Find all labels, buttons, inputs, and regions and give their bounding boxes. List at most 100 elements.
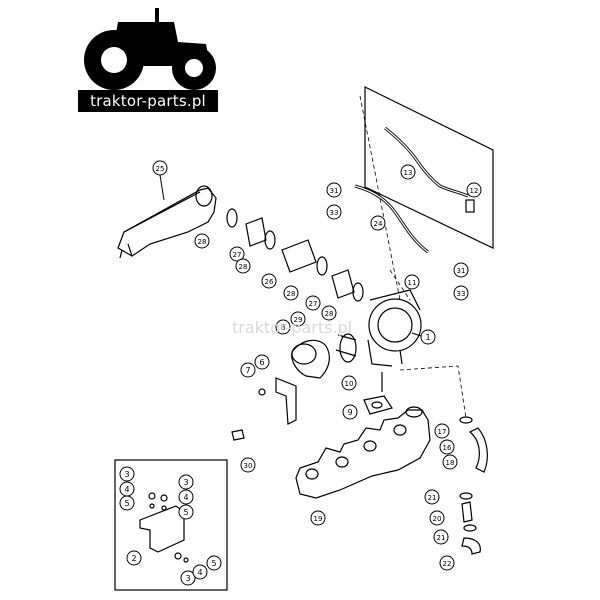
callout-30: 30 bbox=[240, 457, 256, 473]
svg-text:28: 28 bbox=[325, 310, 334, 318]
svg-text:8: 8 bbox=[280, 323, 285, 332]
svg-text:25: 25 bbox=[156, 165, 165, 173]
callout-21a: 21 bbox=[424, 489, 440, 505]
callout-2: 2 bbox=[126, 550, 142, 566]
callout-7: 7 bbox=[240, 362, 256, 378]
bracket bbox=[275, 377, 297, 425]
callout-9: 9 bbox=[342, 404, 358, 420]
callout-16: 16 bbox=[439, 439, 455, 455]
callout-24: 24 bbox=[370, 215, 386, 231]
svg-text:4: 4 bbox=[124, 485, 129, 494]
inset-box-oil-line bbox=[364, 86, 494, 249]
svg-text:20: 20 bbox=[433, 515, 442, 523]
svg-text:21: 21 bbox=[428, 494, 437, 502]
heat-shield bbox=[117, 187, 217, 257]
callout-4b: 4 bbox=[178, 489, 194, 505]
callout-1: 1 bbox=[411, 329, 436, 345]
svg-text:5: 5 bbox=[183, 508, 188, 517]
elbow-22 bbox=[461, 537, 481, 555]
svg-text:13: 13 bbox=[404, 169, 413, 177]
callout-5c: 5 bbox=[206, 555, 222, 571]
callout-33a: 33 bbox=[326, 204, 342, 220]
bracket-2 bbox=[139, 505, 185, 553]
elbow bbox=[291, 339, 330, 379]
callout-27a: 27 bbox=[229, 246, 245, 262]
sleeve-27a bbox=[245, 217, 267, 247]
svg-text:33: 33 bbox=[457, 290, 466, 298]
svg-text:5: 5 bbox=[211, 559, 216, 568]
svg-text:19: 19 bbox=[314, 515, 323, 523]
clamp-28b bbox=[264, 230, 276, 250]
callout-12: 12 bbox=[466, 182, 482, 198]
clamp-21b bbox=[463, 524, 477, 532]
clamp-28c bbox=[316, 256, 328, 276]
svg-text:11: 11 bbox=[408, 279, 417, 287]
callout-11: 11 bbox=[404, 274, 420, 290]
callout-21b: 21 bbox=[433, 529, 449, 545]
brand-logo: traktor-parts.pl bbox=[78, 8, 218, 112]
svg-text:26: 26 bbox=[265, 278, 274, 286]
part-30 bbox=[231, 429, 245, 441]
callout-28d: 28 bbox=[321, 305, 337, 321]
callout-5a: 5 bbox=[119, 495, 135, 511]
clamp-28d bbox=[352, 282, 364, 302]
svg-text:1: 1 bbox=[425, 333, 430, 342]
drain-tube bbox=[468, 427, 488, 473]
callout-13: 13 bbox=[400, 164, 416, 180]
clamp-29 bbox=[339, 333, 357, 363]
svg-text:27: 27 bbox=[309, 300, 318, 308]
svg-text:3: 3 bbox=[124, 470, 129, 479]
svg-text:3: 3 bbox=[185, 574, 190, 583]
turbocharger bbox=[368, 298, 422, 352]
callout-22: 22 bbox=[439, 555, 455, 571]
tube-26 bbox=[281, 239, 317, 273]
svg-text:27: 27 bbox=[233, 251, 242, 259]
callout-26: 26 bbox=[261, 273, 277, 289]
callout-28a: 28 bbox=[194, 233, 210, 249]
callout-5b: 5 bbox=[178, 504, 194, 520]
callout-29: 29 bbox=[290, 311, 306, 327]
clamp-28a bbox=[226, 208, 238, 228]
callout-10: 10 bbox=[341, 375, 357, 391]
svg-text:21: 21 bbox=[437, 534, 446, 542]
callout-4a: 4 bbox=[119, 481, 135, 497]
svg-text:28: 28 bbox=[198, 238, 207, 246]
svg-text:12: 12 bbox=[470, 187, 479, 195]
tractor-icon bbox=[84, 8, 216, 90]
callout-6: 6 bbox=[254, 354, 270, 370]
svg-text:28: 28 bbox=[239, 263, 248, 271]
callout-28b: 28 bbox=[235, 258, 251, 274]
svg-text:18: 18 bbox=[446, 459, 455, 467]
svg-text:17: 17 bbox=[438, 428, 447, 436]
exhaust-manifold bbox=[295, 409, 431, 499]
svg-text:3: 3 bbox=[183, 478, 188, 487]
callout-8: 8 bbox=[275, 319, 291, 335]
svg-text:30: 30 bbox=[244, 462, 253, 470]
callout-19: 19 bbox=[310, 510, 326, 526]
svg-text:4: 4 bbox=[183, 493, 188, 502]
svg-text:33: 33 bbox=[330, 209, 339, 217]
sleeve-27b bbox=[331, 269, 355, 299]
svg-text:29: 29 bbox=[294, 316, 303, 324]
callout-28c: 28 bbox=[283, 285, 299, 301]
svg-text:6: 6 bbox=[259, 358, 264, 367]
callout-25: 25 bbox=[152, 160, 168, 201]
svg-text:2: 2 bbox=[131, 554, 136, 563]
svg-text:24: 24 bbox=[374, 220, 383, 228]
callout-27b: 27 bbox=[305, 295, 321, 311]
callout-33b: 33 bbox=[453, 285, 469, 301]
gasket-17 bbox=[459, 416, 473, 424]
callout-20: 20 bbox=[429, 510, 445, 526]
watermark-text: traktor-parts.pl bbox=[232, 318, 353, 337]
callout-3b: 3 bbox=[178, 474, 194, 490]
svg-text:4: 4 bbox=[197, 568, 202, 577]
fitting-12 bbox=[465, 199, 475, 213]
callout-3c: 3 bbox=[180, 570, 196, 586]
svg-text:28: 28 bbox=[287, 290, 296, 298]
svg-text:31: 31 bbox=[457, 267, 466, 275]
svg-text:16: 16 bbox=[443, 444, 452, 452]
hose-20 bbox=[461, 501, 473, 523]
svg-text:22: 22 bbox=[443, 560, 452, 568]
svg-text:5: 5 bbox=[124, 499, 129, 508]
